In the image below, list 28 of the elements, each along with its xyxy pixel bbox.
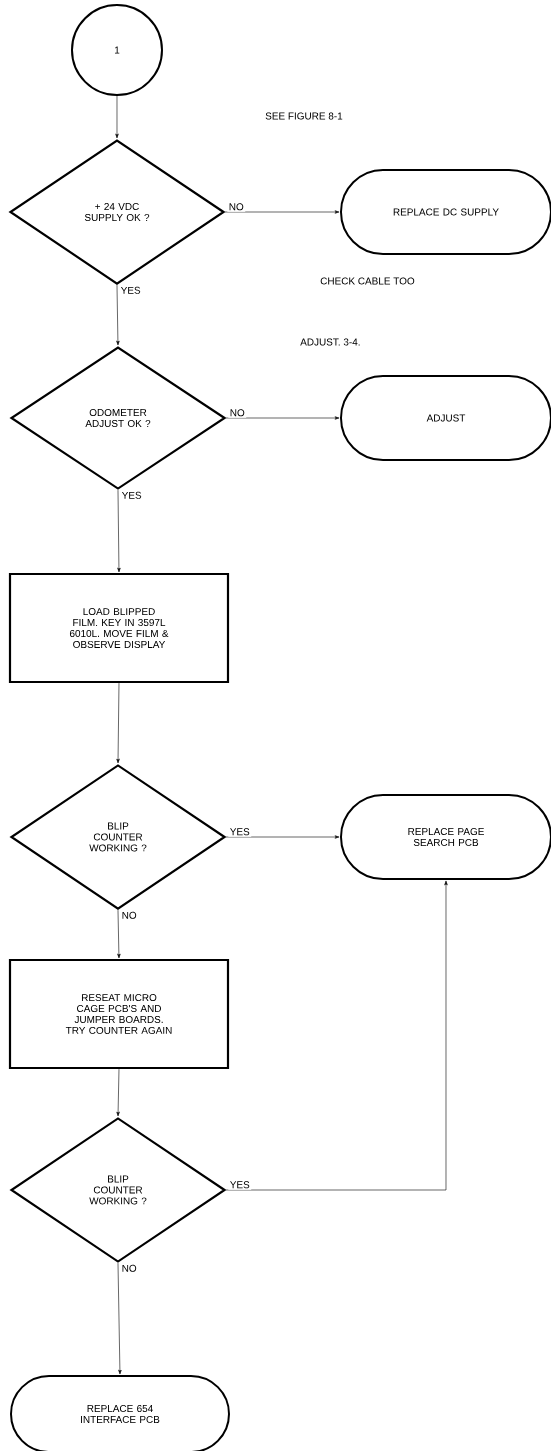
- arrow: [224, 210, 340, 214]
- process-box: RESEAT MICRO CAGE PCB'S AND JUMPER BOARDS. TRY COUNTER AGAIN: [8, 958, 230, 1070]
- terminal-box: REPLACE DC SUPPLY: [340, 169, 551, 255]
- arrow: [225, 835, 340, 839]
- edge-label: YES: [228, 826, 252, 837]
- note-text: CHECK CABLE TOO: [320, 277, 415, 285]
- arrow: [117, 1262, 122, 1375]
- arrow: [116, 1068, 120, 1117]
- terminal-box: ADJUST: [340, 375, 551, 461]
- edge-label: NO: [120, 1263, 139, 1274]
- arrow: [117, 489, 121, 573]
- arrow: [115, 95, 119, 139]
- edge-label: YES: [120, 490, 144, 501]
- edge-label: NO: [120, 910, 139, 921]
- edge-label: YES: [228, 1179, 252, 1190]
- edge-label: NO: [227, 201, 246, 212]
- arrow: [116, 284, 120, 346]
- note-text: SEE FIGURE 8-1: [265, 112, 343, 120]
- arrow: [117, 909, 121, 959]
- process-box: LOAD BLIPPED FILM. KEY IN 3597L 6010L. MOVE FILM & OBSERVE DISPLAY: [8, 572, 230, 684]
- arrow: [116, 682, 120, 764]
- arrow: [225, 416, 340, 420]
- terminal-box: REPLACE 654 INTERFACE PCB: [10, 1375, 230, 1451]
- edge-label: YES: [119, 285, 143, 296]
- edge-label: NO: [228, 407, 247, 418]
- note-text: ADJUST. 3-4.: [300, 338, 360, 346]
- arrow: [225, 880, 448, 1191]
- terminal-box: REPLACE PAGE SEARCH PCB: [340, 794, 551, 880]
